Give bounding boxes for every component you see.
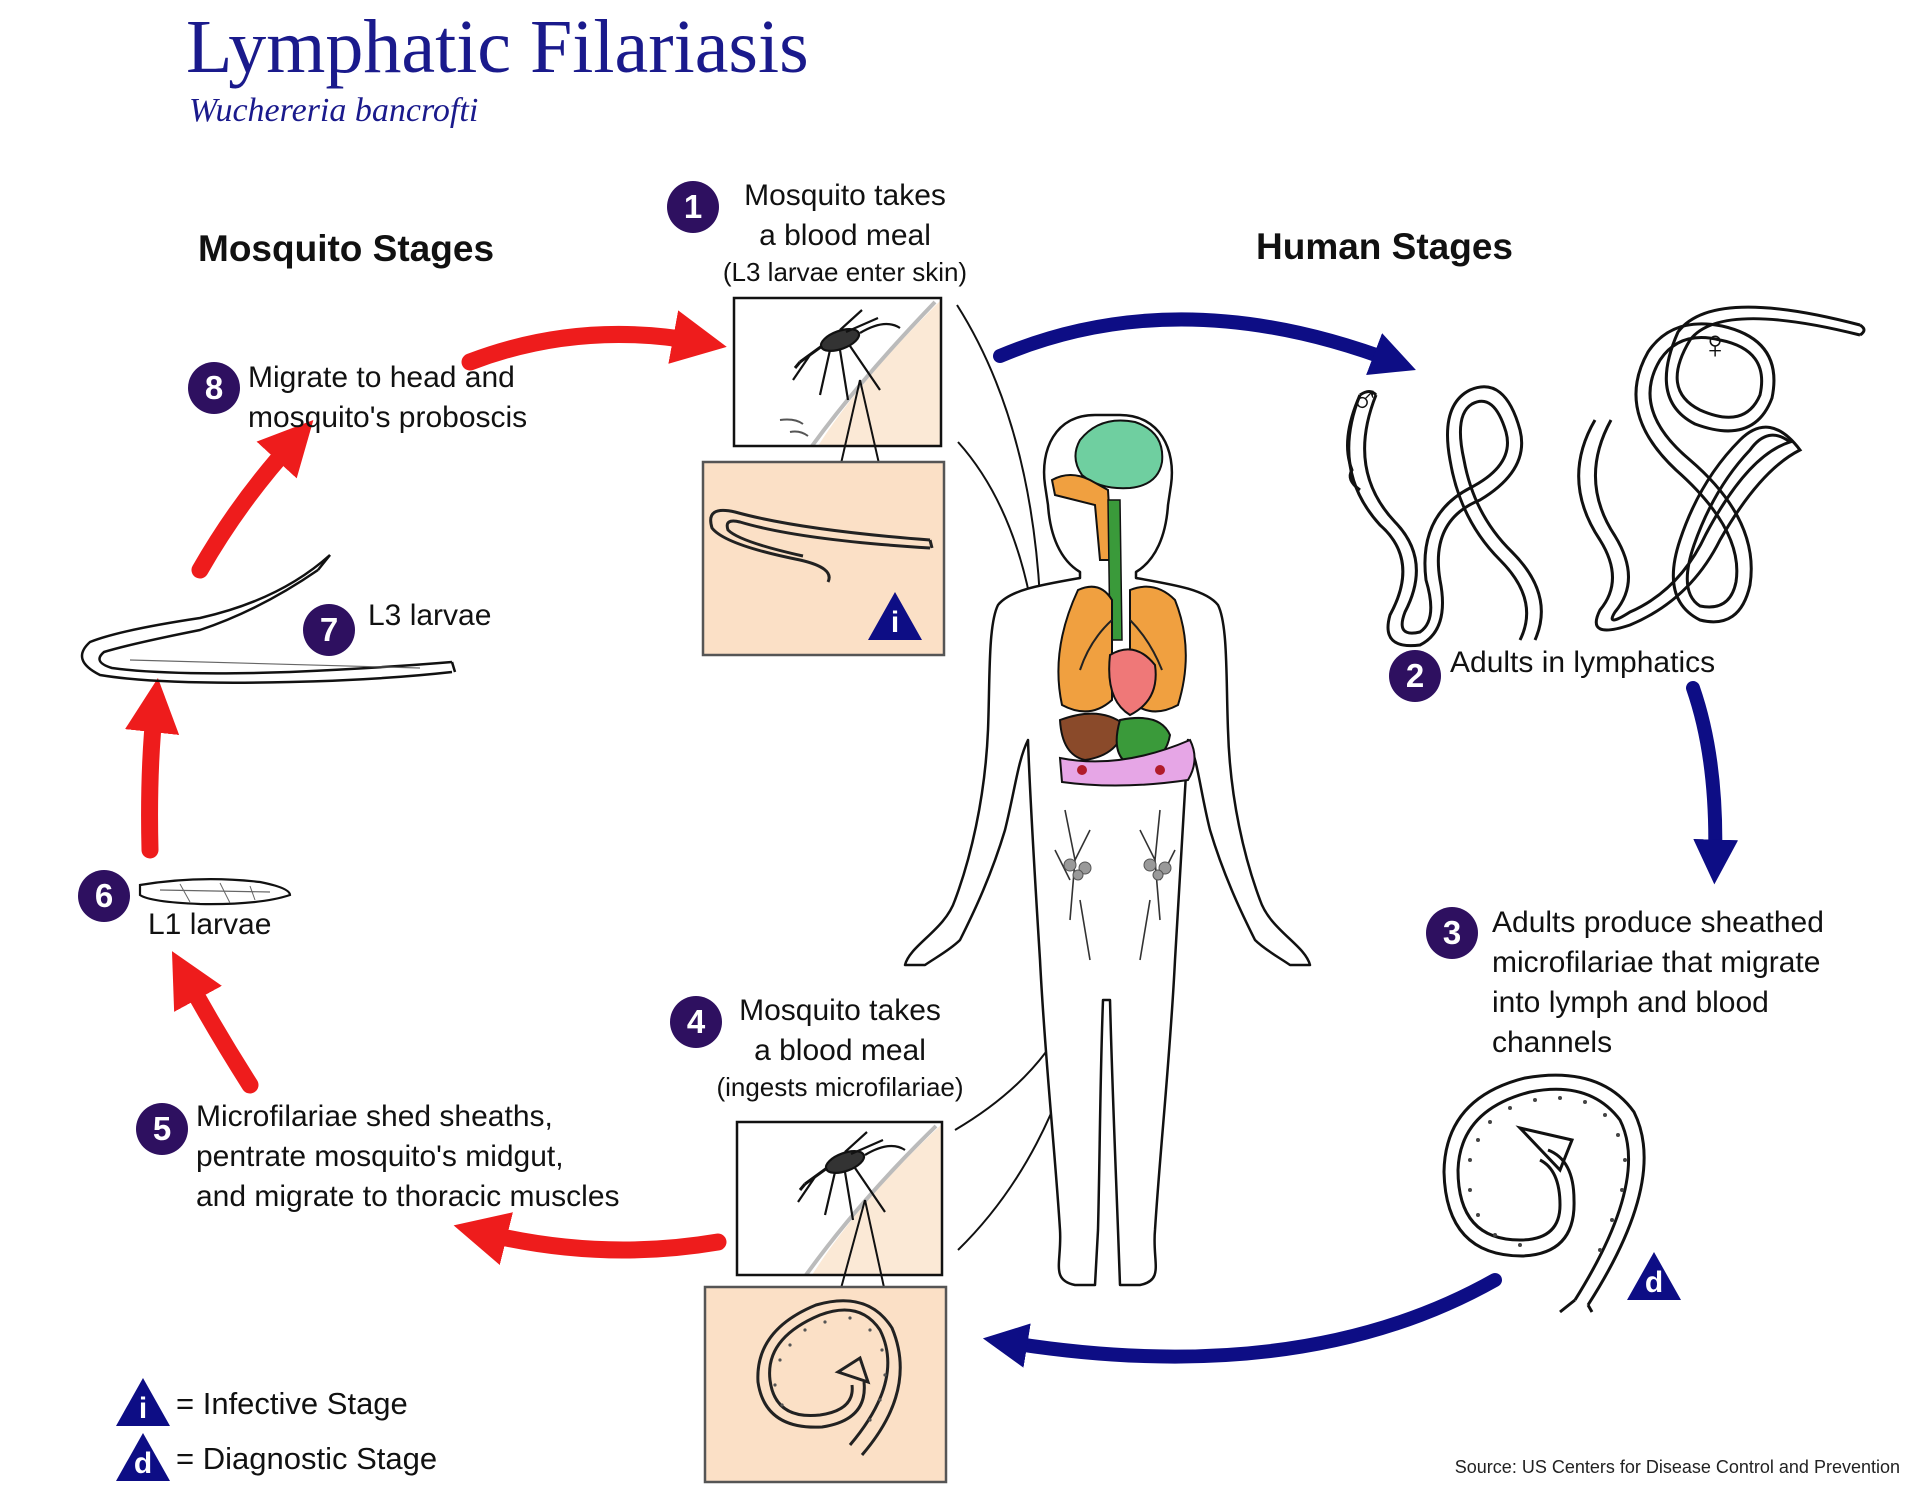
legend-diagnostic-triangle: d — [116, 1433, 170, 1481]
male-symbol: ♂ — [1350, 378, 1380, 422]
step-5-badge: 5 — [136, 1103, 188, 1155]
step4-microfilaria-panel — [703, 1285, 948, 1484]
step-6-badge: 6 — [78, 870, 130, 922]
arrow-5-to-6 — [171, 951, 259, 1094]
arrow-3-to-4 — [982, 1273, 1502, 1368]
step-5-line3: and migrate to thoracic muscles — [196, 1180, 620, 1213]
step-3-line1: Adults produce sheathed — [1492, 906, 1824, 939]
arrow-1-to-2 — [993, 312, 1416, 375]
step-3-line3: into lymph and blood — [1492, 986, 1769, 1019]
step-4-line2: a blood meal — [754, 1034, 926, 1067]
human-stages-heading: Human Stages — [1256, 226, 1514, 267]
step-3-label: Adults produce sheathed microfilariae th… — [1492, 903, 1824, 1063]
step-3-line2: microfilariae that migrate — [1492, 946, 1821, 979]
legend-diagnostic-text: = Diagnostic Stage — [176, 1441, 438, 1476]
arrow-7-to-8 — [191, 419, 314, 579]
legend-infective-triangle: i — [116, 1378, 170, 1426]
step-5-line2: pentrate mosquito's midgut, — [196, 1140, 564, 1173]
step-3-badge: 3 — [1426, 907, 1478, 959]
page-title: Lymphatic Filariasis — [186, 5, 809, 89]
diagnostic-stage-triangle: d — [1627, 1252, 1681, 1300]
microfilaria-dots — [1468, 1096, 1627, 1252]
source-credit: Source: US Centers for Disease Control a… — [1454, 1457, 1900, 1477]
step-1-badge: 1 — [667, 181, 719, 233]
step-2-label: Adults in lymphatics — [1450, 646, 1716, 679]
step-4-label: Mosquito takes a blood meal (ingests mic… — [690, 991, 990, 1103]
step-4-line1: Mosquito takes — [739, 994, 941, 1027]
arrow-6-to-7 — [125, 677, 180, 859]
l1-larva — [138, 878, 292, 906]
step-8-badge: 8 — [188, 362, 240, 414]
mosquito-stages-heading: Mosquito Stages — [198, 228, 495, 269]
diagnostic-stage-letter: d — [1644, 1266, 1664, 1299]
page-subtitle: Wuchereria bancrofti — [189, 92, 479, 129]
legend-infective-letter: i — [138, 1392, 148, 1425]
sheathed-microfilaria — [1442, 1073, 1646, 1314]
arrow-4-to-5 — [453, 1212, 727, 1265]
arrow-2-to-3 — [1686, 681, 1739, 885]
step-5-label: Microfilariae shed sheaths, pentrate mos… — [196, 1097, 620, 1217]
step-8-label: Migrate to head and mosquito's proboscis — [248, 358, 527, 438]
infective-stage-letter: i — [890, 606, 900, 639]
step-7-label: L3 larvae — [368, 599, 492, 632]
step-2-badge: 2 — [1389, 650, 1441, 702]
adult-male-worm — [1346, 385, 1543, 648]
infective-stage-triangle: i — [868, 592, 922, 640]
legend-infective-text: = Infective Stage — [176, 1386, 408, 1421]
adult-female-worm — [1577, 305, 1866, 632]
step-1-note: (L3 larvae enter skin) — [722, 257, 968, 287]
step-3-line4: channels — [1492, 1026, 1613, 1059]
step-5-line1: Microfilariae shed sheaths, — [196, 1100, 553, 1133]
step-8-line2: mosquito's proboscis — [248, 401, 528, 434]
step-8-line1: Migrate to head and — [248, 361, 515, 394]
legend-diagnostic-letter: d — [133, 1447, 153, 1480]
step-1-line1: Mosquito takes — [744, 179, 946, 212]
step1-bite-panel — [732, 296, 943, 469]
arrow-8-to-1 — [461, 310, 727, 371]
step-4-note: (ingests microfilariae) — [716, 1072, 964, 1102]
step-4-badge: 4 — [670, 996, 722, 1048]
step-6-label: L1 larvae — [148, 908, 272, 941]
step4-bite-panel — [735, 1120, 944, 1293]
step-1-line2: a blood meal — [759, 219, 931, 252]
step-7-badge: 7 — [303, 604, 355, 656]
human-body — [903, 413, 1312, 1287]
l3-larva — [80, 554, 457, 684]
female-symbol: ♀ — [1700, 323, 1730, 367]
step-1-label: Mosquito takes a blood meal (L3 larvae e… — [700, 176, 990, 288]
